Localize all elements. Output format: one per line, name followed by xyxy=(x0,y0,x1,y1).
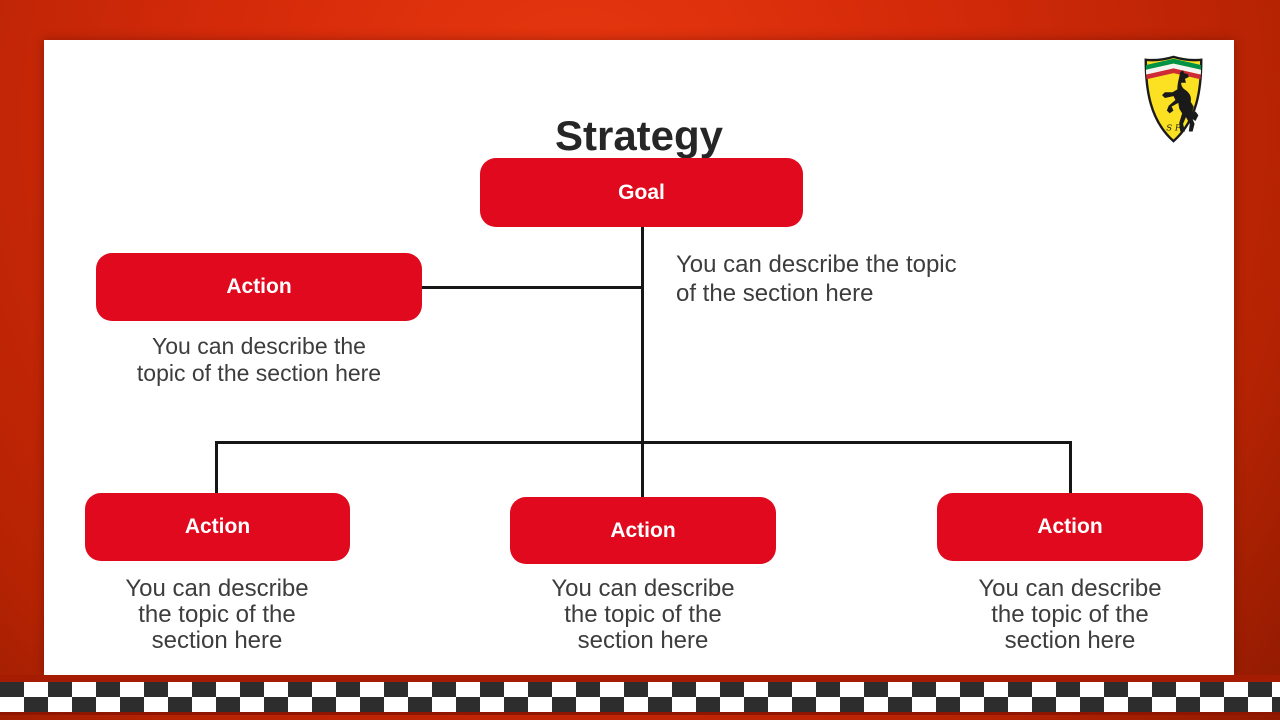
description-line: section here xyxy=(1004,627,1136,654)
description-line: You can describe xyxy=(978,575,1162,602)
side-action-description-line: You can describe the xyxy=(152,333,366,359)
goal-description-line: You can describe the topic xyxy=(676,251,957,278)
goal-description: You can describe the topic of the sectio… xyxy=(676,250,957,308)
goal-stem-line xyxy=(641,227,644,443)
bottom-action-description-2: You can describe the topic of the sectio… xyxy=(510,576,776,654)
right-drop-line xyxy=(1069,441,1072,494)
bottom-action-description-3: You can describe the topic of the sectio… xyxy=(937,576,1203,654)
prancing-horse-icon xyxy=(1162,70,1199,132)
bottom-action-box-2: Action xyxy=(510,497,776,564)
side-action-label: Action xyxy=(226,275,292,298)
side-action-description: You can describe the topic of the sectio… xyxy=(96,333,422,387)
bottom-action-label-2: Action xyxy=(610,518,676,542)
checker-strip-top-border xyxy=(0,675,1280,682)
bottom-action-box-1: Action xyxy=(85,493,350,561)
left-drop-line xyxy=(215,441,218,494)
description-line: the topic of the xyxy=(564,601,722,628)
description-line: the topic of the xyxy=(991,601,1149,628)
description-line: section here xyxy=(577,627,709,654)
checker-strip-bottom-border xyxy=(0,712,1280,715)
description-line: the topic of the xyxy=(138,601,296,628)
side-action-description-line: topic of the section here xyxy=(136,360,382,386)
slide-background: Strategy xyxy=(44,40,1234,675)
goal-description-line: of the section here xyxy=(676,280,874,307)
checkered-flag-strip xyxy=(0,682,1280,712)
side-action-connector-line xyxy=(422,286,643,289)
logo-monogram: S F xyxy=(1166,124,1182,134)
bottom-action-description-1: You can describe the topic of the sectio… xyxy=(84,576,350,654)
description-line: section here xyxy=(151,627,283,654)
center-drop-line xyxy=(641,441,644,497)
ferrari-logo-icon: S F xyxy=(1140,54,1207,144)
bottom-action-box-3: Action xyxy=(937,493,1203,561)
goal-label: Goal xyxy=(618,180,665,204)
description-line: You can describe xyxy=(551,575,735,602)
bottom-action-label-1: Action xyxy=(184,515,251,538)
side-action-box: Action xyxy=(96,253,422,321)
goal-box: Goal xyxy=(480,158,803,227)
bottom-action-label-3: Action xyxy=(1037,515,1103,538)
description-line: You can describe xyxy=(125,575,309,602)
slide-title: Strategy xyxy=(554,112,724,159)
